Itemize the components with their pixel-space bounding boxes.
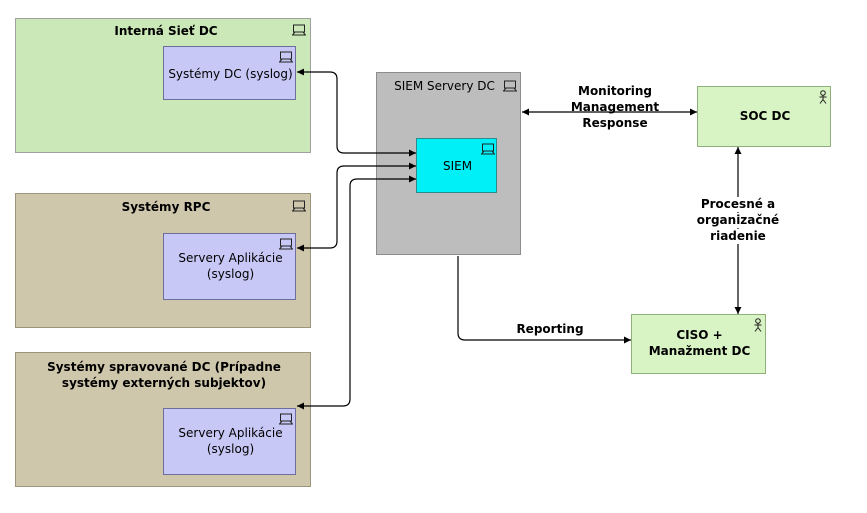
actor-icon xyxy=(819,90,827,104)
ciso-manazment-dc-node[interactable]: CISO + Manažment DC xyxy=(631,314,766,374)
servery-aplikacie-label-line2: (syslog) xyxy=(206,442,255,456)
ciso-label-line2: Manažment DC xyxy=(648,344,751,358)
device-icon xyxy=(279,51,293,63)
device-icon xyxy=(292,24,306,36)
ciso-label-line1: CISO + xyxy=(676,328,723,342)
servery-aplikacie-label-line1: Servery Aplikácie xyxy=(178,426,283,440)
interna-siet-dc-title: Interná Sieť DC xyxy=(114,24,218,38)
systemy-rpc-title: Systémy RPC xyxy=(121,200,211,214)
device-icon xyxy=(279,238,293,250)
monitoring-label-line3: Response xyxy=(582,116,648,130)
soc-dc-node[interactable]: SOC DC xyxy=(697,86,831,147)
device-icon xyxy=(279,413,293,425)
procesne-label-line1: Procesné a xyxy=(685,197,791,212)
monitoring-label-line1: Monitoring xyxy=(578,84,652,98)
siem-node[interactable]: SIEM xyxy=(416,138,497,193)
servery-aplikacie-node-1[interactable]: Servery Aplikácie (syslog) xyxy=(163,233,296,300)
procesne-label-line2: organizačné xyxy=(685,213,791,228)
monitoring-label-line2: Management xyxy=(570,100,660,114)
systemy-dc-syslog-label: Systémy DC (syslog) xyxy=(168,67,293,81)
servery-aplikacie-label-line2: (syslog) xyxy=(206,267,255,281)
device-icon xyxy=(481,143,495,155)
edge-servery-2-siem xyxy=(297,175,416,410)
soc-dc-label: SOC DC xyxy=(739,109,791,123)
systemy-spravovane-title-line1: Systémy spravované DC (Prípadne xyxy=(47,360,281,374)
reporting-label: Reporting xyxy=(516,322,584,336)
servery-aplikacie-node-2[interactable]: Servery Aplikácie (syslog) xyxy=(163,408,296,475)
siem-servery-dc-title: SIEM Servery DC xyxy=(394,79,495,93)
actor-icon xyxy=(754,318,762,332)
edge-servery-1-siem xyxy=(297,162,416,252)
edge-siem-ciso xyxy=(457,256,631,344)
siem-label: SIEM xyxy=(442,159,473,173)
servery-aplikacie-label-line1: Servery Aplikácie xyxy=(178,251,283,265)
edge-systemy-dc-siem xyxy=(297,68,416,157)
systemy-spravovane-title-line2: systémy externých subjektov) xyxy=(61,376,267,390)
procesne-label-line3: riadenie xyxy=(685,229,791,244)
systemy-dc-syslog-node[interactable]: Systémy DC (syslog) xyxy=(163,46,296,100)
device-icon xyxy=(503,80,517,92)
